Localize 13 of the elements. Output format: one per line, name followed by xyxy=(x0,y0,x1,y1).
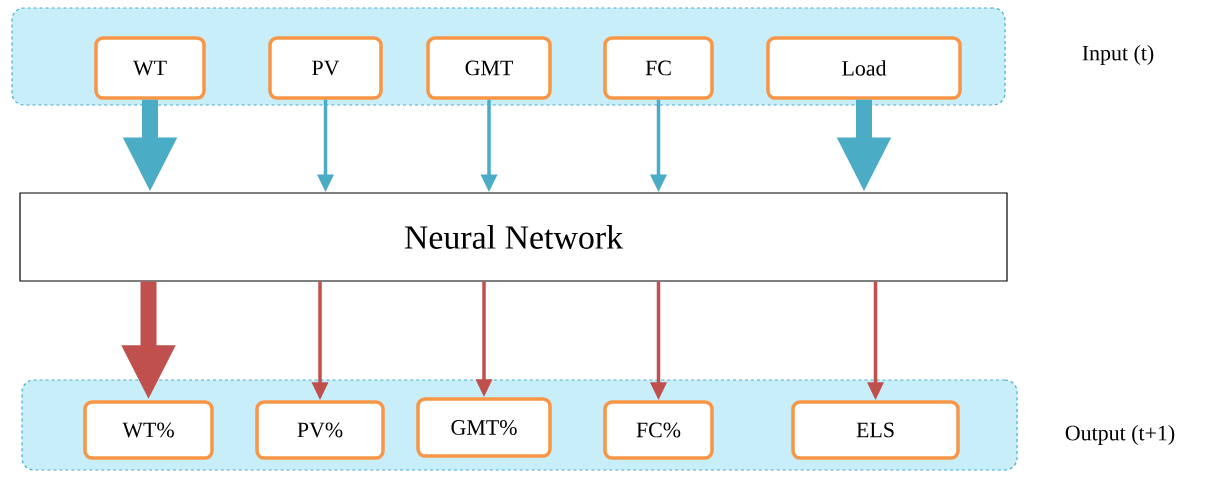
output-box: WT% xyxy=(83,400,214,460)
input-box: WT xyxy=(94,36,206,100)
input-box: Load xyxy=(766,36,962,100)
output-box: GMT% xyxy=(416,397,552,458)
band-label: Input (t) xyxy=(1082,45,1154,65)
input-box: FC xyxy=(603,36,714,100)
output-box: PV% xyxy=(255,400,385,460)
output-box: FC% xyxy=(603,400,714,460)
input-box: GMT xyxy=(426,36,552,100)
process-box: Neural Network xyxy=(19,192,1008,282)
input-box: PV xyxy=(268,36,383,100)
band-label: Output (t+1) xyxy=(1065,425,1175,445)
output-box: ELS xyxy=(791,400,960,460)
